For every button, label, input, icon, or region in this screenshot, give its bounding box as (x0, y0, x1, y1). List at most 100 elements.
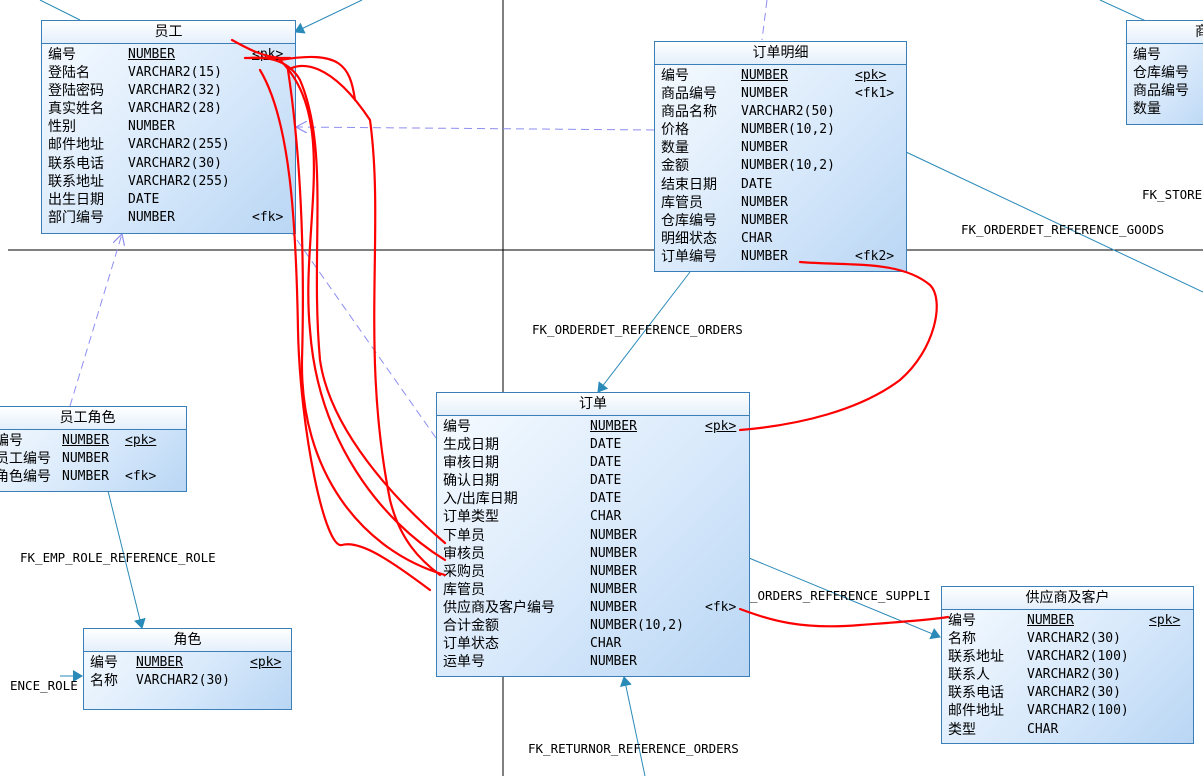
column-type: CHAR (590, 509, 622, 525)
column-row: 登陆密码 VARCHAR2(32) (42, 82, 295, 100)
column-row: 商品编号 NUMBER <fk1> (655, 85, 906, 103)
column-name: 审核日期 (443, 455, 499, 472)
column-type: NUMBER (62, 433, 109, 448)
column-type: NUMBER (590, 419, 637, 434)
column-type: NUMBER (62, 469, 109, 485)
column-type: NUMBER (590, 654, 637, 670)
column-name: 结束日期 (661, 176, 717, 193)
column-key: <fk1> (855, 86, 895, 102)
column-name: 供应商及客户编号 (443, 599, 555, 616)
column-name: 数量 (1133, 101, 1161, 118)
column-name: 订单编号 (661, 248, 717, 265)
column-name: 类型 (948, 721, 976, 738)
column-type: VARCHAR2(255) (128, 173, 230, 189)
column-name: 金额 (661, 158, 689, 175)
column-name: 下单员 (443, 527, 485, 544)
relation-returnor-orders (619, 676, 646, 776)
relation-employee-top (39, 0, 81, 21)
column-type: VARCHAR2(30) (1027, 667, 1121, 683)
column-row: 明细状态 CHAR (655, 230, 906, 248)
column-name: 商品编号 (661, 86, 717, 103)
column-row: 商品名称 VARCHAR2(50) (655, 103, 906, 121)
label-fk-store: FK_STORE (1142, 187, 1203, 202)
column-row: 商品编号 (1127, 82, 1203, 100)
column-row: 邮件地址 VARCHAR2(100) (942, 702, 1193, 720)
column-type: NUMBER (741, 248, 788, 264)
column-name: 库管员 (443, 581, 485, 598)
column-type: NUMBER (741, 194, 788, 210)
column-key: <pk> (125, 433, 157, 448)
column-key: <fk> (705, 599, 737, 615)
entity-title: 商 (1127, 21, 1203, 44)
column-name: 编号 (0, 433, 23, 449)
relation-orderdet-goods (905, 151, 1203, 293)
relation-detail-employee (296, 127, 655, 130)
column-name: 审核员 (443, 545, 485, 562)
entity-title: 员工角色 (0, 407, 186, 430)
column-type: VARCHAR2(30) (1027, 631, 1121, 647)
column-name: 部门编号 (48, 209, 104, 226)
column-key: <fk> (252, 209, 284, 225)
column-key: <pk> (705, 419, 737, 434)
column-name: 明细状态 (661, 230, 717, 247)
column-name: 商品名称 (661, 104, 717, 121)
column-name: 联系电话 (48, 155, 104, 172)
column-type: NUMBER (128, 209, 175, 225)
column-name: 联系人 (948, 667, 990, 684)
column-type: VARCHAR2(255) (128, 137, 230, 153)
column-name: 编号 (1133, 47, 1161, 63)
column-name: 编号 (661, 68, 689, 84)
column-row: 编号 (1127, 46, 1203, 64)
column-type: NUMBER (741, 86, 788, 102)
column-name: 员工编号 (0, 451, 51, 468)
column-type: VARCHAR2(28) (128, 101, 222, 117)
column-name: 联系电话 (948, 685, 1004, 702)
column-type: NUMBER (128, 119, 175, 135)
column-type: NUMBER(10,2) (590, 618, 684, 634)
column-type: NUMBER (741, 68, 788, 83)
column-name: 仓库编号 (661, 212, 717, 229)
column-name: 邮件地址 (948, 703, 1004, 720)
column-name: 采购员 (443, 563, 485, 580)
relation-store-top (1099, 0, 1149, 23)
entity-title: 角色 (84, 629, 291, 652)
label-fk-emp-role-role: FK_EMP_ROLE_REFERENCE_ROLE (20, 550, 216, 565)
column-name: 生成日期 (443, 437, 499, 454)
column-type: CHAR (741, 230, 773, 246)
column-name: 编号 (90, 655, 118, 671)
column-type: VARCHAR2(32) (128, 83, 222, 99)
column-type: DATE (590, 455, 622, 471)
column-name: 名称 (90, 673, 118, 690)
column-type: NUMBER (1027, 613, 1074, 628)
column-name: 登陆密码 (48, 83, 104, 100)
entity-store-partial[interactable]: 商 编号仓库编号商品编号数量 (1126, 20, 1203, 125)
column-type: VARCHAR2(100) (1027, 703, 1129, 719)
column-type: NUMBER(10,2) (741, 122, 835, 138)
column-name: 编号 (48, 47, 76, 63)
column-type: VARCHAR2(50) (741, 104, 835, 120)
column-type: CHAR (1027, 721, 1059, 737)
column-name: 确认日期 (443, 473, 499, 490)
column-row: 审核日期 DATE (437, 454, 749, 472)
column-type: NUMBER (590, 581, 637, 597)
